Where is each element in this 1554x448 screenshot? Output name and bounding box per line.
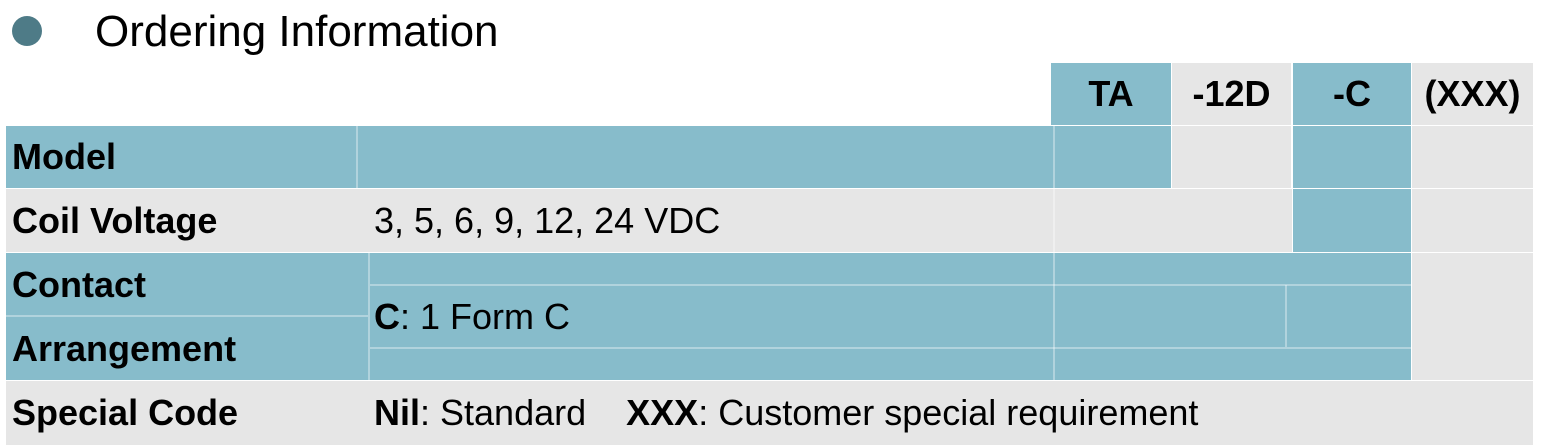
grid-line bbox=[1285, 285, 1287, 347]
special-row-band bbox=[6, 381, 1533, 445]
special-xxx-text: : Customer special requirement bbox=[698, 392, 1199, 433]
code-voltage: -12D bbox=[1192, 73, 1271, 114]
coil-row-band bbox=[6, 189, 1292, 252]
code-special: (XXX) bbox=[1424, 73, 1521, 114]
code-cell-special bbox=[1412, 63, 1533, 125]
grid-line bbox=[368, 253, 370, 380]
model-row-band bbox=[6, 126, 1171, 188]
model-row-gray-a bbox=[1172, 126, 1291, 188]
coil-voltage-value: 3, 5, 6, 9, 12, 24 VDC bbox=[374, 200, 721, 241]
contact-value: C: 1 Form C bbox=[374, 287, 570, 347]
code-cell-ta bbox=[1051, 63, 1171, 125]
grid-line bbox=[6, 315, 368, 317]
bullet-icon bbox=[12, 16, 42, 46]
special-code-value: Nil: Standard XXX: Customer special requi… bbox=[374, 383, 1198, 443]
grid-line bbox=[356, 126, 358, 188]
code-contact: -C bbox=[1333, 73, 1371, 114]
coil-row-gray-x bbox=[1412, 189, 1533, 252]
grid-line bbox=[370, 347, 1411, 349]
grid-line bbox=[370, 284, 1411, 286]
model-label: Model bbox=[12, 136, 116, 177]
special-nil-key: Nil bbox=[374, 392, 421, 433]
contact-label-line1: Contact bbox=[12, 264, 146, 305]
contact-row-band bbox=[6, 253, 1411, 380]
contact-value-text: : 1 Form C bbox=[400, 296, 571, 337]
page-title: Ordering Information bbox=[95, 7, 499, 56]
special-code-label: Special Code bbox=[12, 392, 239, 433]
contact-value-key: C bbox=[374, 296, 400, 337]
grid-line bbox=[1053, 126, 1055, 380]
contact-row-gray-x bbox=[1412, 253, 1533, 380]
code-ta: TA bbox=[1088, 73, 1134, 114]
model-row-gray-x bbox=[1412, 126, 1533, 188]
model-row-teal-c bbox=[1293, 126, 1411, 188]
code-cell-voltage bbox=[1172, 63, 1291, 125]
coil-row-teal-c bbox=[1293, 189, 1411, 252]
special-nil-text: : Standard bbox=[420, 392, 587, 433]
contact-label-line2: Arrangement bbox=[12, 328, 237, 369]
coil-voltage-label: Coil Voltage bbox=[12, 200, 218, 241]
code-cell-contact bbox=[1293, 63, 1411, 125]
special-xxx-key: XXX bbox=[626, 392, 699, 433]
